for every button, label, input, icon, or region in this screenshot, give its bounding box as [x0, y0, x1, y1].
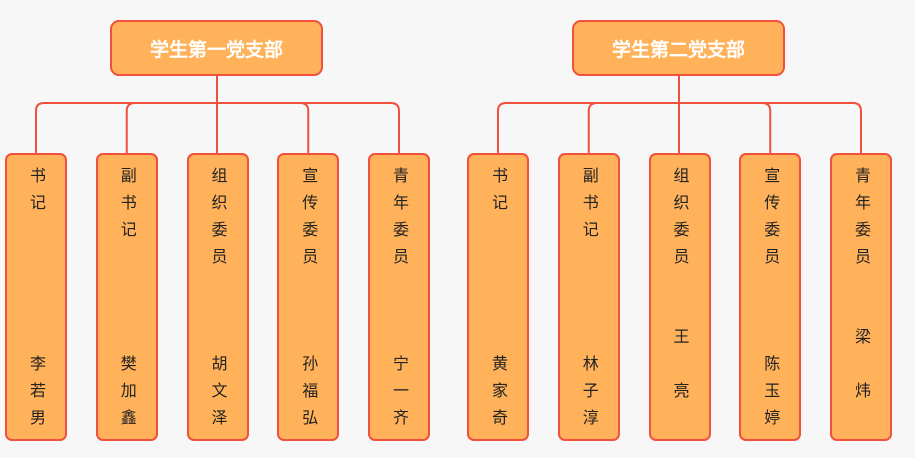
member-node: 书记黄家奇 [467, 153, 529, 441]
member-node: 宣传委员孙福弘 [277, 153, 340, 441]
member-name: 林子淳 [579, 355, 599, 436]
member-role: 青年委员 [390, 167, 409, 275]
member-name: 李若男 [27, 355, 46, 436]
member-role: 副书记 [579, 167, 599, 248]
member-node: 书记李若男 [5, 153, 67, 441]
connector-line [587, 102, 679, 153]
member-name: 樊加鑫 [117, 355, 137, 436]
member-node: 宣传委员陈玉婷 [739, 153, 802, 441]
branch-title-box: 学生第一党支部 [110, 20, 323, 76]
member-name: 孙福弘 [299, 355, 319, 436]
member-name: 宁一齐 [390, 355, 409, 436]
member-role: 书记 [489, 167, 508, 221]
connector-line [497, 102, 679, 153]
member-role: 副书记 [117, 167, 137, 248]
member-name: 胡文泽 [208, 355, 228, 436]
member-role: 青年委员 [852, 167, 871, 275]
member-node: 青年委员梁炜 [830, 153, 892, 441]
member-role: 组织委员 [208, 167, 228, 275]
connector-line [217, 102, 400, 153]
member-role: 书记 [27, 167, 46, 221]
member-name: 陈玉婷 [761, 355, 781, 436]
member-node: 组织委员王亮 [648, 153, 711, 441]
member-node: 青年委员宁一齐 [368, 153, 430, 441]
member-node: 副书记林子淳 [557, 153, 620, 441]
connector-line [35, 102, 217, 153]
member-node: 组织委员胡文泽 [186, 153, 249, 441]
branch-title-box: 学生第二党支部 [572, 20, 785, 76]
connector-line [125, 102, 217, 153]
connector-line [217, 102, 310, 153]
member-name: 梁炜 [852, 328, 871, 436]
member-role: 宣传委员 [299, 167, 319, 275]
member-name: 黄家奇 [489, 355, 508, 436]
connector-line [679, 102, 862, 153]
connector-line [679, 102, 772, 153]
member-node: 副书记樊加鑫 [95, 153, 158, 441]
member-name: 王亮 [670, 328, 690, 436]
member-role: 宣传委员 [761, 167, 781, 275]
member-role: 组织委员 [670, 167, 690, 275]
